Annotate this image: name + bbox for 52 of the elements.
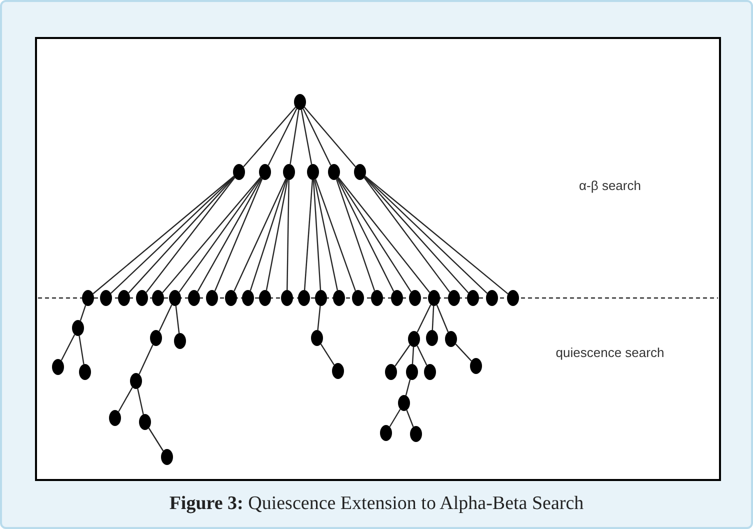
tree-edge	[302, 108, 332, 166]
tree-edge	[234, 178, 286, 292]
tree-edge	[162, 176, 261, 294]
tree-edge	[304, 106, 356, 168]
region-label: quiescence search	[555, 344, 665, 362]
tree-edge	[266, 180, 288, 290]
tree-edge	[78, 336, 84, 364]
tree-edge	[315, 179, 356, 291]
tree-edge	[394, 344, 410, 366]
tree-edge	[455, 344, 472, 362]
tree-edge	[138, 344, 154, 374]
tree-edge	[118, 387, 133, 412]
tree-edge	[364, 176, 488, 294]
tree-edge	[364, 177, 450, 293]
tree-edge	[337, 178, 412, 292]
tree-edge	[314, 180, 338, 290]
tree-edge	[243, 106, 296, 168]
tree-edge	[336, 179, 376, 291]
tree-edge	[158, 304, 172, 332]
tree-edge	[197, 178, 262, 292]
tree-edge	[336, 178, 394, 292]
tree-edge	[312, 180, 322, 290]
tree-edge	[304, 180, 314, 290]
tree-edge	[436, 304, 449, 332]
tree-edge	[148, 428, 164, 452]
tree-edge	[80, 305, 86, 321]
tree-edge	[317, 306, 321, 330]
tree-edge	[416, 304, 432, 333]
tree-edge	[300, 110, 312, 164]
tree-edge	[60, 334, 76, 361]
figure-caption: Figure 3: Quiescence Extension to Alpha-Beta Search	[168, 492, 585, 516]
tree-edge	[290, 110, 300, 164]
tree-edge	[286, 180, 290, 290]
tree-edge	[137, 388, 144, 414]
tree-edge	[405, 379, 411, 396]
tree-edge	[128, 176, 235, 294]
tree-edge	[416, 345, 428, 366]
region-label: α-β search	[578, 177, 642, 195]
tree-edge	[214, 178, 263, 292]
tree-edge	[268, 108, 298, 166]
tree-edge	[338, 177, 430, 293]
tree-edge	[250, 179, 288, 291]
tree-edge	[178, 177, 262, 293]
tree-edge	[175, 306, 180, 334]
tree-edge	[320, 344, 335, 366]
tree-edge	[364, 176, 469, 294]
tree-edge	[389, 408, 401, 428]
tree-edge	[412, 346, 414, 364]
tree-edge	[406, 410, 414, 428]
tree-edge	[432, 306, 434, 330]
tree-edge	[364, 176, 508, 294]
tree-edge	[146, 177, 236, 293]
